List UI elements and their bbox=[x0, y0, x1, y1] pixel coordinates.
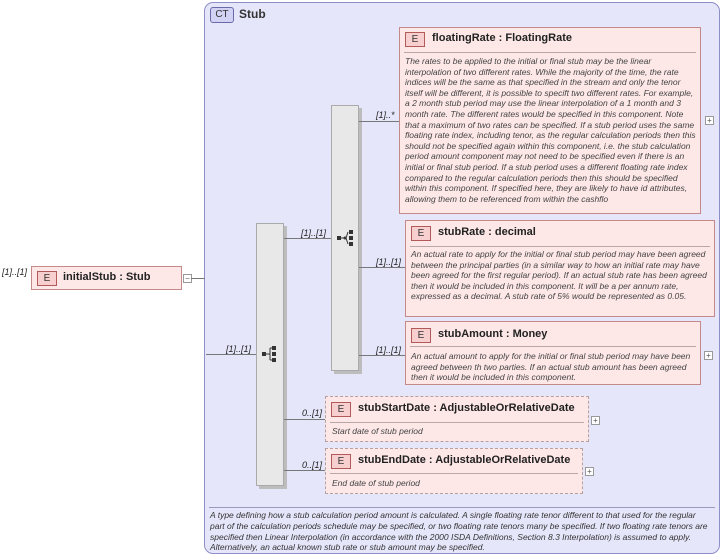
element-documentation: End date of stub period bbox=[332, 478, 420, 488]
element-type: AdjustableOrRelativeDate bbox=[435, 454, 571, 466]
choice-cardinality: [1]..[1] bbox=[301, 228, 327, 238]
element-stubRate[interactable] bbox=[405, 220, 715, 317]
stubStartDate-cardinality: 0..[1] bbox=[302, 408, 323, 418]
element-separator-line bbox=[330, 422, 584, 423]
element-title-stubRate: stubRate : decimal bbox=[438, 226, 536, 238]
element-badge: E bbox=[331, 402, 351, 417]
sequence-cardinality: [1]..[1] bbox=[226, 344, 252, 354]
element-separator-line bbox=[404, 52, 696, 53]
stubAmount-cardinality: [1]..[1] bbox=[376, 345, 402, 355]
element-separator: : bbox=[488, 226, 492, 238]
stubRate-cardinality: [1]..[1] bbox=[376, 257, 402, 267]
element-separator-line bbox=[410, 246, 710, 247]
element-badge: E bbox=[37, 271, 57, 286]
element-name: stubRate bbox=[438, 226, 486, 238]
ct-description-separator bbox=[209, 507, 715, 508]
element-name: floatingRate bbox=[432, 32, 496, 44]
element-separator: : bbox=[505, 328, 510, 340]
element-documentation: An actual rate to apply for the initial … bbox=[411, 249, 707, 302]
connector-line bbox=[191, 278, 205, 279]
complex-type-title: Stub bbox=[239, 7, 266, 21]
choice-icon bbox=[337, 230, 353, 246]
element-stubStartDate[interactable] bbox=[325, 396, 589, 442]
element-separator: : bbox=[119, 271, 123, 283]
connector-line bbox=[359, 355, 405, 356]
connector-line bbox=[284, 470, 325, 471]
element-documentation: Start date of stub period bbox=[332, 426, 423, 436]
element-name: stubEndDate bbox=[358, 454, 426, 466]
expand-toggle-icon[interactable]: + bbox=[591, 416, 600, 425]
sequence-icon bbox=[262, 346, 276, 362]
element-type: FloatingRate bbox=[505, 32, 572, 44]
element-separator-line bbox=[330, 473, 578, 474]
element-name: stubAmount bbox=[438, 328, 503, 340]
expand-toggle-icon[interactable]: + bbox=[585, 467, 594, 476]
connector-line bbox=[206, 354, 256, 355]
element-badge: E bbox=[405, 32, 425, 47]
element-separator-line bbox=[410, 346, 696, 347]
element-type: AdjustableOrRelativeDate bbox=[439, 402, 575, 414]
expand-toggle-icon[interactable]: + bbox=[705, 116, 714, 125]
element-title-floatingRate: floatingRate : FloatingRate bbox=[432, 32, 572, 44]
element-separator: : bbox=[498, 32, 503, 44]
element-badge: E bbox=[411, 226, 431, 241]
stubEndDate-cardinality: 0..[1] bbox=[302, 460, 323, 470]
element-name: stubStartDate bbox=[358, 402, 431, 414]
element-floatingRate[interactable] bbox=[399, 27, 701, 214]
element-badge: E bbox=[331, 454, 351, 469]
complex-type-description: A type defining how a stub calculation p… bbox=[210, 510, 708, 553]
element-documentation: The rates to be applied to the initial o… bbox=[405, 56, 696, 204]
element-stubAmount[interactable] bbox=[405, 321, 701, 385]
connector-line bbox=[284, 419, 325, 420]
element-title-stubStartDate: stubStartDate : AdjustableOrRelativeDate bbox=[358, 402, 575, 414]
element-title-stubAmount: stubAmount : Money bbox=[438, 328, 547, 340]
element-type: Stub bbox=[125, 271, 151, 283]
element-badge: E bbox=[411, 328, 431, 343]
element-separator: : bbox=[428, 454, 433, 466]
floatingRate-cardinality: [1]..* bbox=[376, 110, 395, 120]
expand-toggle-icon[interactable]: + bbox=[704, 351, 713, 360]
element-type: decimal bbox=[494, 226, 536, 238]
connector-line bbox=[284, 238, 331, 239]
element-name: initialStub bbox=[63, 271, 117, 283]
element-stubEndDate[interactable] bbox=[325, 448, 583, 494]
element-title-stubEndDate: stubEndDate : AdjustableOrRelativeDate bbox=[358, 454, 570, 466]
root-cardinality: [1]..[1] bbox=[2, 267, 28, 277]
connector-line bbox=[359, 267, 405, 268]
element-type: Money bbox=[512, 328, 548, 340]
element-separator: : bbox=[433, 402, 437, 414]
connector-line bbox=[359, 121, 399, 122]
element-title-initialStub: initialStub : Stub bbox=[63, 271, 150, 283]
element-documentation: An actual amount to apply for the initia… bbox=[411, 351, 691, 383]
complex-type-badge: CT bbox=[210, 7, 234, 23]
